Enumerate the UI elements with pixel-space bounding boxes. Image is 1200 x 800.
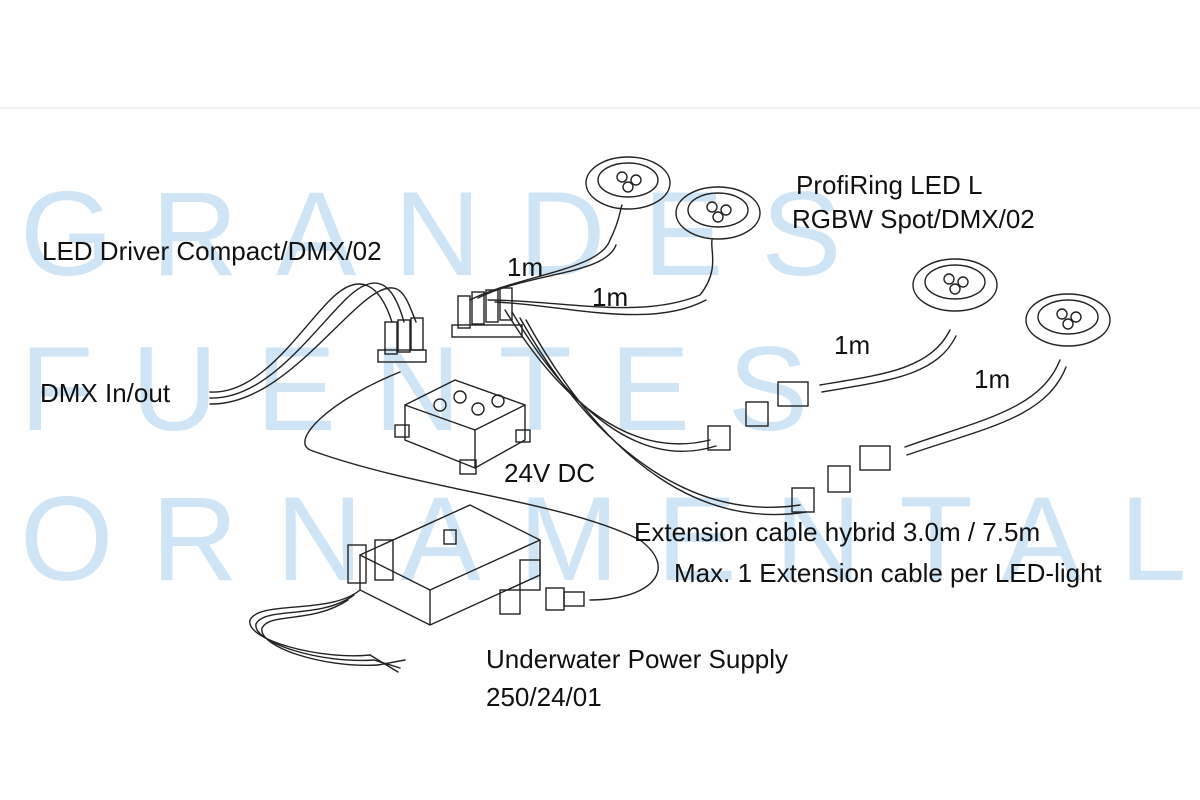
led-spot-4 <box>1025 293 1111 347</box>
dc-voltage-label: 24V DC <box>504 458 596 488</box>
power-supply-label-line-1: Underwater Power Supply <box>486 644 789 674</box>
driver-output-connectors <box>451 287 523 338</box>
spot-model-line-1: ProfiRing LED L <box>796 170 983 200</box>
mains-cable-coil <box>249 589 406 673</box>
dmx-label: DMX In/out <box>40 378 171 408</box>
watermark: GRANDES FUENTES ORNAMENTALES.COM <box>20 167 1200 606</box>
extension-cable-label-line-2: Max. 1 Extension cable per LED-light <box>674 558 1102 588</box>
spot-model-line-2: RGBW Spot/DMX/02 <box>792 204 1035 234</box>
led-spot-3 <box>912 258 998 312</box>
extension-cable-label-line-1: Extension cable hybrid 3.0m / 7.5m <box>634 517 1041 547</box>
led-spot-2 <box>675 186 761 240</box>
cable-length-label-b: 1m <box>592 282 629 312</box>
extension-connector-lower <box>791 445 891 513</box>
spot-cables <box>469 204 1067 516</box>
watermark-line-2: FUENTES <box>20 322 846 456</box>
led-driver-box <box>394 379 531 475</box>
cable-length-label-c: 1m <box>834 330 871 360</box>
power-supply-plug <box>545 587 585 611</box>
led-spot-1 <box>585 156 671 210</box>
watermark-line-1: GRANDES <box>20 167 879 301</box>
dmx-input-connectors <box>377 317 427 363</box>
cable-length-label-d: 1m <box>974 364 1011 394</box>
power-feed-wire <box>304 371 659 601</box>
power-supply-label-line-2: 250/24/01 <box>486 682 602 712</box>
cable-length-label-a: 1m <box>507 252 544 282</box>
dmx-wires <box>209 282 417 405</box>
watermark-line-3: ORNAMENTALES.COM <box>20 472 1200 606</box>
extension-connector-upper <box>707 381 809 451</box>
led-driver-label: LED Driver Compact/DMX/02 <box>42 236 382 266</box>
